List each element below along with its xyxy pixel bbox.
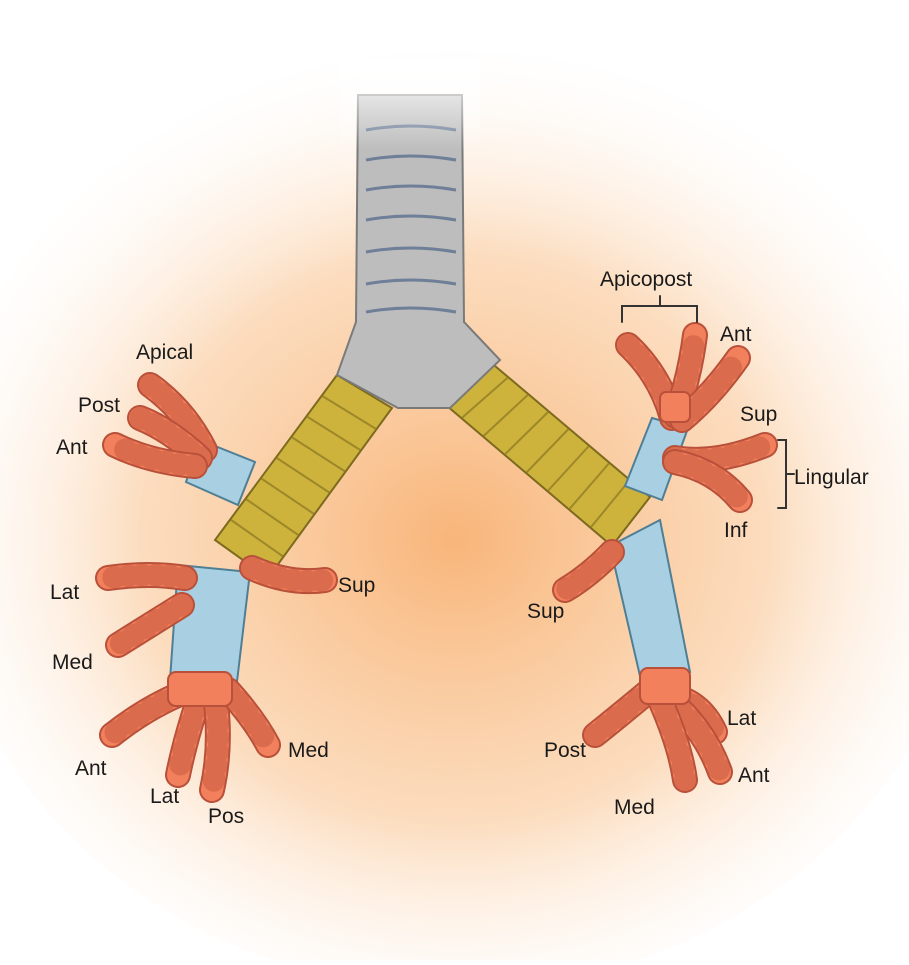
label-left-apicopost: Apicopost [600,268,693,291]
trachea-ring [365,306,457,314]
trachea-ring [365,214,457,222]
bronchus-ring [503,410,550,456]
label-right-med: Med [52,651,93,674]
segment-right-ant-rings [104,434,206,477]
label-right-basal-pos: Pos [208,805,245,828]
trachea-ring [365,154,457,162]
segment-left-sup-rings [554,541,623,601]
trachea [335,94,502,409]
segment-right-sup-rings [241,557,336,593]
bronchus-ring [460,376,509,420]
segment-right-med-rings [107,594,193,656]
segment-left-basal-ant-rings [659,689,731,783]
bronchus-ring [321,394,378,431]
segment-right-basal-pos-rings [201,684,229,801]
label-right-basal-med: Med [288,739,329,762]
segment-left-basal-med-rings [649,689,696,791]
bronchus-ring [229,518,285,558]
label-right-lat: Lat [50,581,80,604]
label-lingula-sup: Sup [740,403,778,426]
left-basal-trunk [639,667,691,705]
label-right-post: Post [78,394,121,417]
label-left-basal-post: Post [544,739,587,762]
label-right-basal-lat: Lat [150,785,180,808]
label-right-basal-ant: Ant [75,757,107,780]
lingular-bracket [777,439,795,509]
label-left-ant: Ant [720,323,752,346]
left-upper-trunk [659,391,691,423]
bronchus-ring [482,393,530,438]
label-left-basal-ant: Ant [738,764,770,787]
label-lingula-inf: Inf [724,519,748,542]
segment-right-lat-rings [97,564,196,589]
label-right-sup: Sup [338,574,376,597]
bronchus-ring [260,477,316,516]
apicopost-bracket [621,295,698,323]
label-left-sup: Sup [527,600,565,623]
bronchus-ring [568,462,611,511]
label-right-ant: Ant [56,436,88,459]
segment-lingula-inf-rings [664,451,751,511]
trachea-ring [365,184,457,192]
bronchus-ring [290,436,347,473]
label-lingular: Lingular [794,466,869,489]
bronchus-ring [525,427,570,474]
bronchus-ring [305,415,362,452]
trachea-ring [365,278,457,286]
label-right-apical: Apical [136,341,194,364]
label-left-basal-med: Med [614,796,655,819]
right-basal-trunk [167,671,233,707]
bronchus-ring [275,456,331,494]
bronchus-ring [244,497,300,537]
label-left-basal-lat: Lat [727,707,757,730]
bronchus-ring [589,479,631,529]
bronchus-ring [546,444,590,492]
trachea-ring [365,246,457,254]
